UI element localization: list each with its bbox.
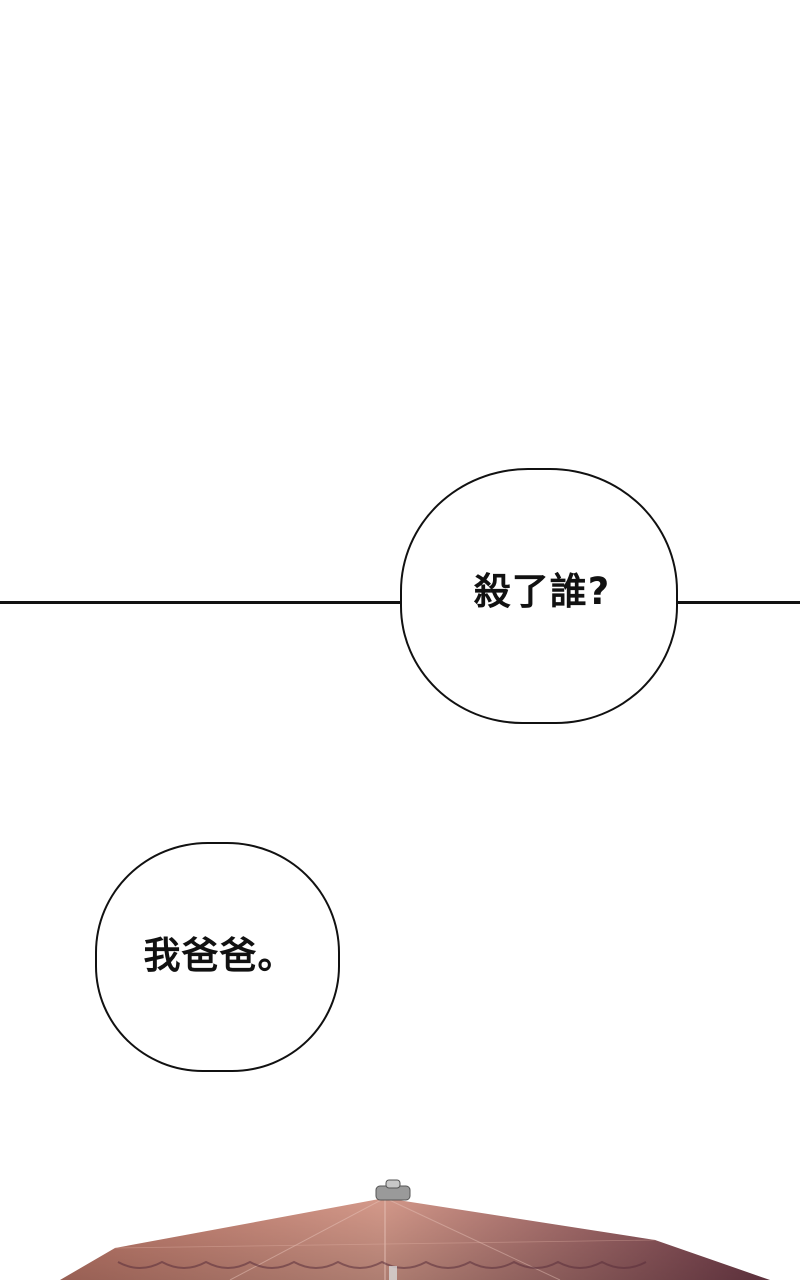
panel-divider-left [0,601,402,604]
watermark: 撥貝漫畫 [743,1257,792,1271]
speech-bubble-question: 殺了誰? [400,468,678,724]
umbrella-illustration [60,1179,770,1280]
panel-divider-right [676,601,800,604]
speech-bubble-answer: 我爸爸。 [95,842,340,1072]
speech-bubble-answer-text: 我爸爸。 [143,934,296,977]
speech-bubble-question-text: 殺了誰? [473,570,611,613]
